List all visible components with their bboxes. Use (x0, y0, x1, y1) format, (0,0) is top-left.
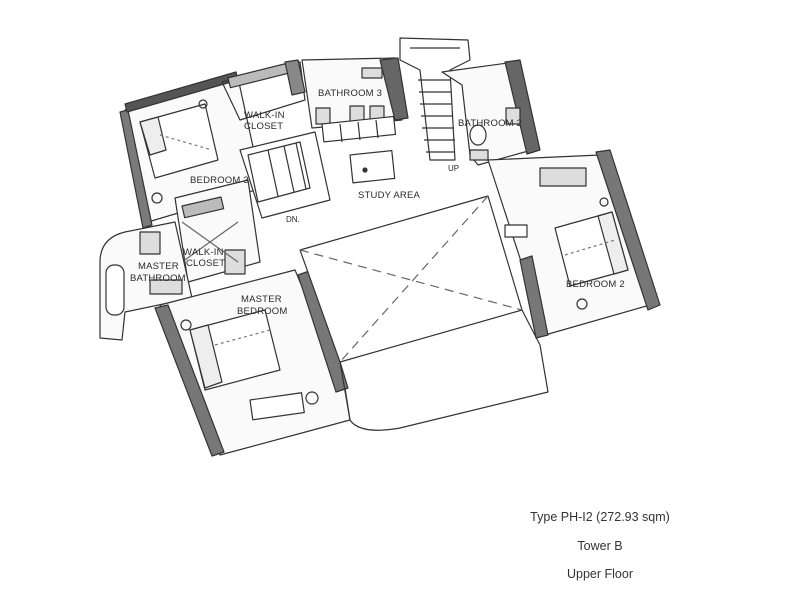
master-bathroom-label-line1: MASTER (138, 261, 179, 272)
walk-in-closet-2-label-line1: WALK-IN (183, 247, 224, 258)
chair-icon (151, 192, 163, 204)
lamp-icon (599, 197, 609, 207)
bedroom-3-label: BEDROOM 3 (190, 175, 249, 186)
lamp-icon (180, 319, 192, 331)
bathroom-2-label: BATHROOM 2 (458, 118, 522, 129)
master-bathroom-outline (99, 221, 193, 341)
chair-icon (576, 298, 588, 310)
lamp-icon (198, 99, 208, 109)
study-desk (349, 150, 396, 184)
desk-icon (504, 224, 528, 238)
staircase-up (399, 37, 471, 161)
sofa-icon (249, 392, 305, 421)
master-bathroom-label-line2: BATHROOM (130, 273, 186, 284)
bathroom-2-outline (441, 59, 541, 166)
walk-in-closet-2-outline (174, 179, 261, 283)
stair-up-label: UP (448, 164, 459, 173)
walk-in-closet-1-outline (221, 59, 306, 121)
bed-bedroom-2 (554, 211, 629, 287)
void-open-to-below (299, 195, 549, 431)
central-stair-down (239, 131, 331, 219)
bathroom-3-outline (301, 57, 409, 129)
side-table-icon (305, 391, 319, 405)
walk-in-closet-1-label-line1: WALK-IN (244, 110, 285, 121)
master-bedroom-label-line2: BEDROOM (237, 306, 288, 317)
wardrobe-study (321, 115, 397, 143)
stair-down-label: DN. (286, 215, 300, 224)
study-area-label: STUDY AREA (358, 190, 420, 201)
bed-bedroom-3 (139, 103, 219, 179)
tower-caption: Tower B (577, 539, 623, 553)
floor-caption: Upper Floor (567, 567, 633, 581)
bed-master-bedroom (189, 309, 281, 391)
bathroom-3-label: BATHROOM 3 (318, 88, 382, 99)
unit-type-caption: Type PH-I2 (272.93 sqm) (530, 510, 670, 524)
bedroom-2-label: BEDROOM 2 (566, 279, 625, 290)
walk-in-closet-2-label-line2: CLOSET (186, 258, 225, 269)
walk-in-closet-1-label-line2: CLOSET (244, 121, 283, 132)
master-bedroom-label-line1: MASTER (241, 294, 282, 305)
